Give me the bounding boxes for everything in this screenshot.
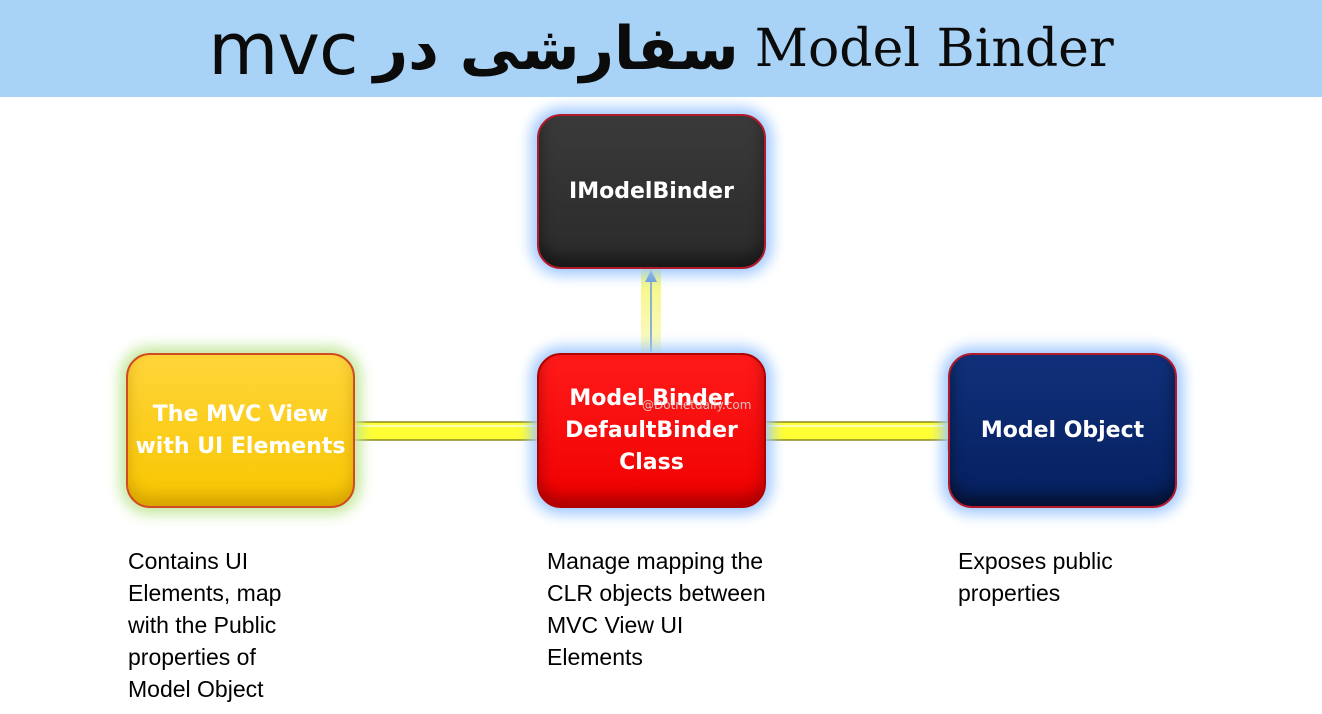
description-model-binder: Manage mapping the CLR objects between M…	[547, 548, 766, 670]
node-mvc-view: The MVC View with UI Elements	[126, 353, 355, 508]
title-bar	[0, 0, 1322, 97]
arrow-binder-to-model	[750, 411, 966, 451]
description-model-object: Exposes public properties	[958, 548, 1113, 606]
page-title: mvc سفارشی در Model Binder	[0, 0, 1322, 97]
node-model-object: Model Object	[948, 353, 1177, 508]
node-imodelbinder: IModelBinder	[537, 114, 766, 269]
arrow-binder-to-interface	[641, 268, 661, 354]
title-persian: سفارشی در	[373, 13, 739, 84]
node-model-binder: Model Binder DefaultBinder Class	[537, 353, 766, 508]
node-model-object-label: Model Object	[980, 417, 1145, 443]
title-mvc: mvc	[208, 6, 358, 91]
watermark: @Dotnetdaily.com	[642, 398, 752, 412]
arrow-view-to-binder	[339, 411, 558, 451]
title-model-binder: Model Binder	[754, 18, 1114, 79]
node-mvc-view-label: The MVC View with UI Elements	[135, 401, 346, 459]
node-model-binder-label: Model Binder DefaultBinder Class	[565, 385, 738, 475]
description-mvc-view: Contains UI Elements, map with the Publi…	[128, 548, 282, 702]
node-imodelbinder-label: IModelBinder	[569, 178, 734, 204]
